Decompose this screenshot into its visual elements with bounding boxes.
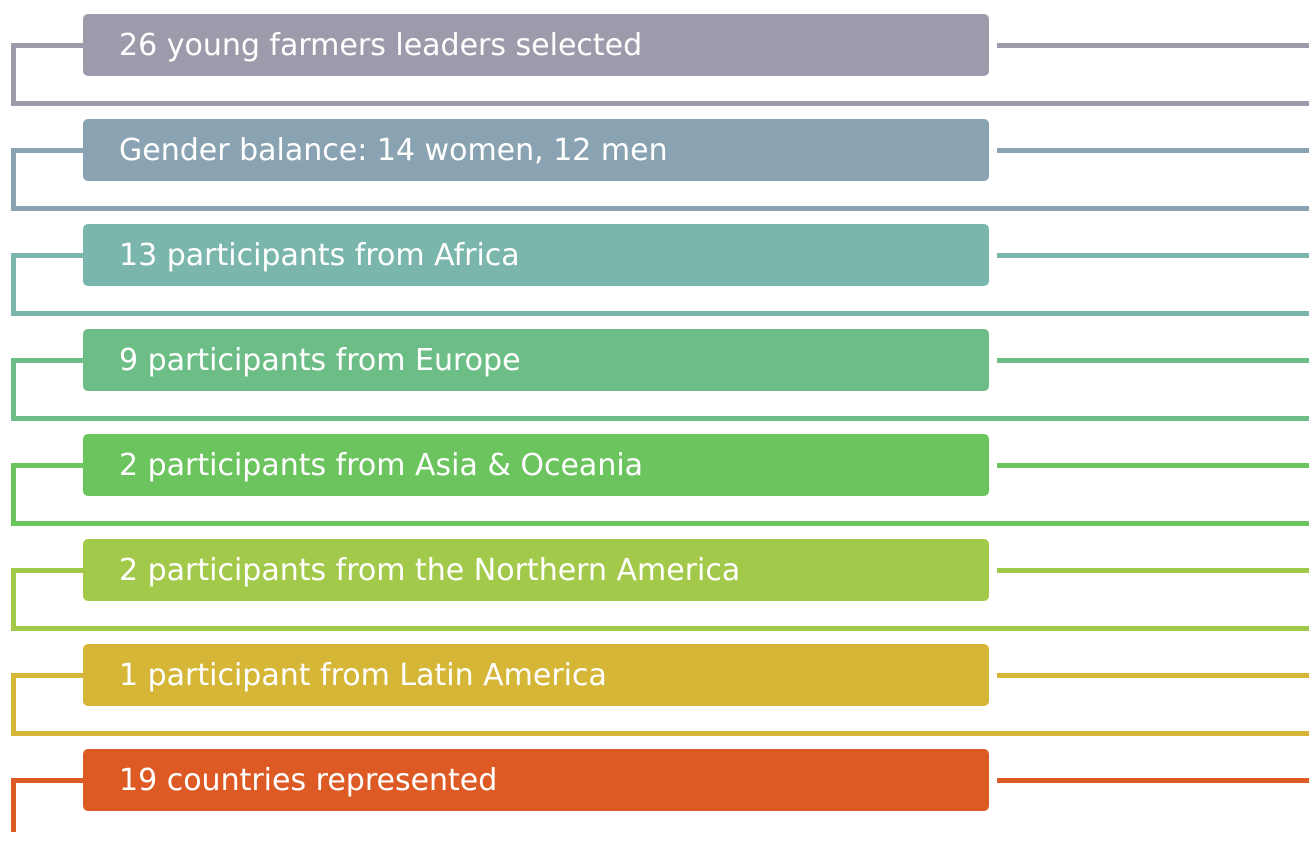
bottom-frame-line [11,101,1309,106]
right-connector-line [997,253,1309,258]
right-connector-line [997,568,1309,573]
left-connector-line [11,43,83,48]
summary-label-text: 2 participants from Asia & Oceania [119,447,644,483]
left-connector-line [11,358,83,363]
left-bracket-line [11,148,16,211]
summary-label-text: 2 participants from the Northern America [119,552,741,588]
right-connector-line [997,673,1309,678]
summary-label-box: 13 participants from Africa [83,224,989,286]
summary-label-text: 1 participant from Latin America [119,657,607,693]
right-connector-line [997,358,1309,363]
bottom-frame-line [11,626,1309,631]
left-bracket-line [11,673,16,736]
bottom-frame-line [11,311,1309,316]
left-bracket-line [11,358,16,421]
summary-row: 19 countries represented [0,749,1309,854]
summary-label-box: 19 countries represented [83,749,989,811]
summary-label-text: 13 participants from Africa [119,237,520,273]
left-bracket-line [11,463,16,526]
left-connector-line [11,148,83,153]
left-connector-line [11,253,83,258]
summary-label-text: 26 young farmers leaders selected [119,27,643,63]
bottom-frame-line [11,731,1309,736]
summary-row: 26 young farmers leaders selected [0,14,1309,119]
summary-label-text: 19 countries represented [119,762,498,798]
summary-label-text: 9 participants from Europe [119,342,521,378]
right-connector-line [997,463,1309,468]
left-bracket-line [11,43,16,106]
summary-row: 2 participants from the Northern America [0,539,1309,644]
left-bracket-line [11,253,16,316]
right-connector-line [997,43,1309,48]
summary-row: 1 participant from Latin America [0,644,1309,749]
summary-label-box: 26 young farmers leaders selected [83,14,989,76]
summary-label-text: Gender balance: 14 women, 12 men [119,132,668,168]
left-connector-line [11,778,83,783]
bottom-frame-line [11,416,1309,421]
left-bracket-line [11,778,16,832]
summary-label-box: Gender balance: 14 women, 12 men [83,119,989,181]
summary-label-box: 9 participants from Europe [83,329,989,391]
summary-row: 9 participants from Europe [0,329,1309,434]
summary-row: 2 participants from Asia & Oceania [0,434,1309,539]
left-bracket-line [11,568,16,631]
left-connector-line [11,673,83,678]
summary-row: 13 participants from Africa [0,224,1309,329]
bottom-frame-line [11,206,1309,211]
left-connector-line [11,463,83,468]
left-connector-line [11,568,83,573]
summary-label-box: 2 participants from Asia & Oceania [83,434,989,496]
summary-row: Gender balance: 14 women, 12 men [0,119,1309,224]
summary-label-box: 2 participants from the Northern America [83,539,989,601]
right-connector-line [997,778,1309,783]
right-connector-line [997,148,1309,153]
summary-label-box: 1 participant from Latin America [83,644,989,706]
bottom-frame-line [11,521,1309,526]
